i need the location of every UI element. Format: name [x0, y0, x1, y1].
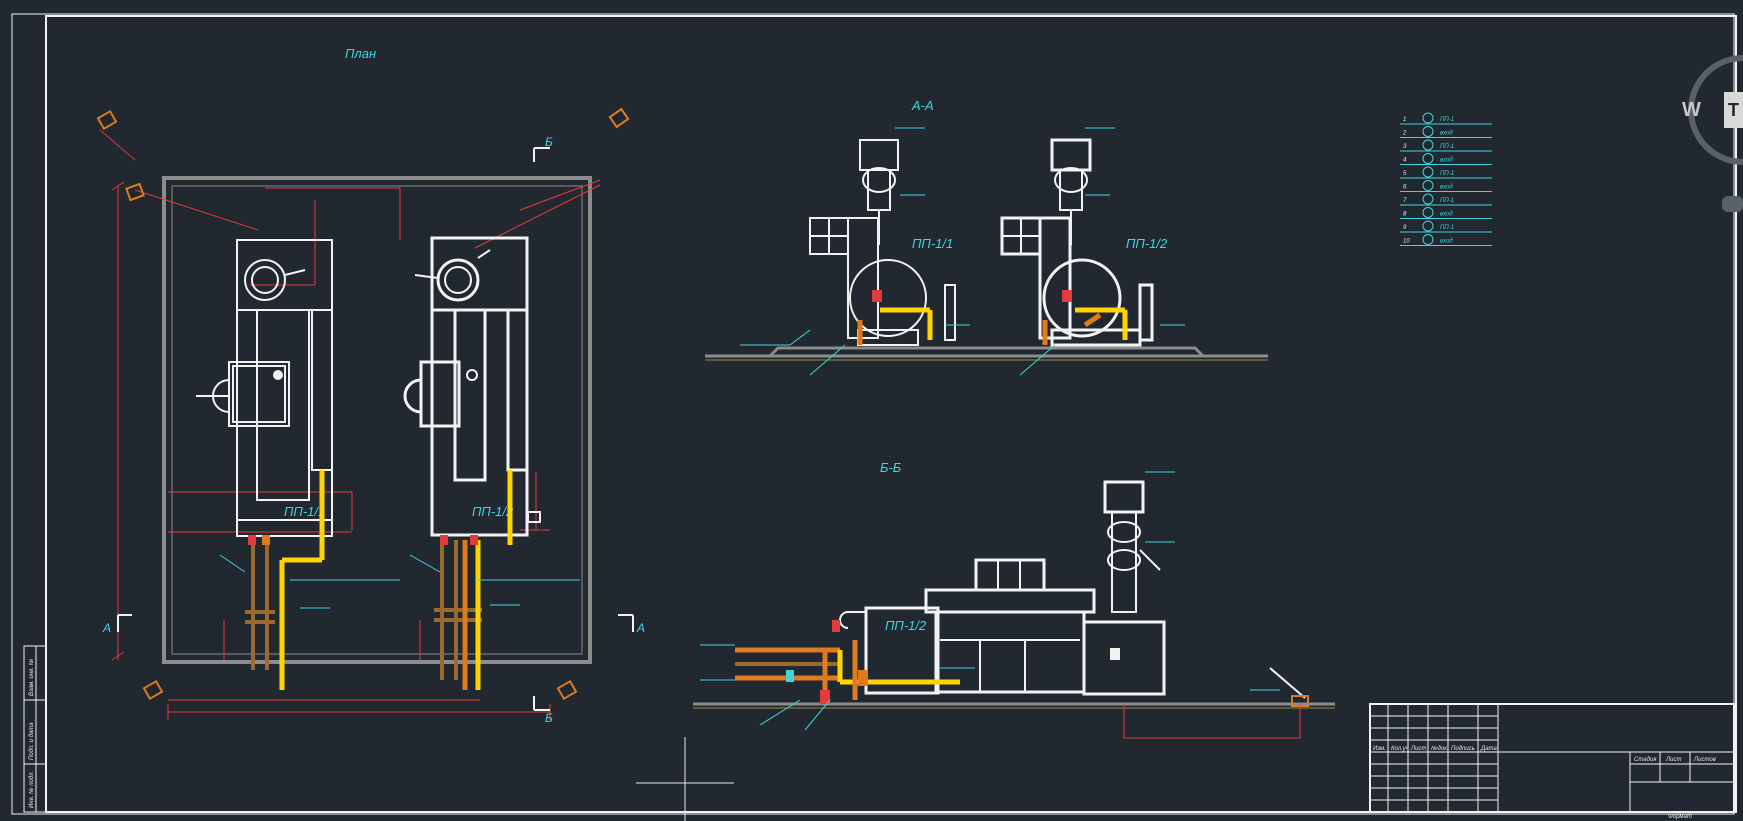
- plan-unit-1: ПП-1/1: [196, 239, 333, 537]
- bb-unit-label: ПП-1/2: [885, 618, 927, 633]
- plan-pipes-1: [245, 470, 325, 690]
- legend-text: вход: [1440, 185, 1453, 191]
- tb-sheet: Лист: [1665, 757, 1681, 763]
- legend-number: 4: [1403, 158, 1407, 164]
- legend-row: 3 ПП-1: [1400, 139, 1492, 152]
- outer-frame: [11, 13, 1735, 815]
- tb-format: Формат: [1668, 814, 1692, 820]
- cut-marker-b-top: Б: [533, 135, 553, 162]
- legend-number: 2: [1402, 131, 1407, 137]
- legend-number: 3: [1403, 144, 1407, 150]
- svg-text:Б: Б: [545, 711, 553, 725]
- unit-2-label: ПП-1/2: [472, 504, 514, 519]
- legend-text: ПП-1: [1440, 225, 1454, 231]
- legend-text: вход: [1440, 239, 1453, 245]
- aa-unit-2: ПП-1/2: [1000, 138, 1168, 347]
- bb-annotations: [700, 471, 1280, 731]
- tb-col-3: Лист: [1410, 746, 1426, 752]
- legend-number: 8: [1403, 212, 1407, 218]
- legend-row: 10 вход: [1400, 234, 1492, 246]
- tb-stage: Стадия: [1634, 757, 1657, 763]
- corner-devices: [96, 107, 630, 701]
- legend-row: 4 вход: [1400, 153, 1492, 165]
- cut-marker-a-left: А: [102, 614, 132, 635]
- legend-number: 1: [1403, 117, 1406, 123]
- tb-col-6: Дата: [1480, 746, 1497, 752]
- legend-text: ПП-1: [1440, 198, 1454, 204]
- crosshair-cursor: [636, 737, 734, 821]
- legend-row: 2 вход: [1400, 126, 1492, 138]
- legend-row: 9 ПП-1: [1400, 220, 1492, 233]
- legend-marker: [1422, 126, 1434, 137]
- legend-text: вход: [1440, 158, 1453, 164]
- legend-marker: [1422, 193, 1434, 205]
- aa-annotations: [740, 127, 1185, 376]
- section-bb-title: Б-Б: [880, 460, 902, 475]
- legend-marker: [1422, 139, 1434, 151]
- bb-pipes: [735, 620, 960, 704]
- plan-view: План: [96, 46, 645, 725]
- legend-row: 5 ПП-1: [1400, 166, 1492, 179]
- plan-unit-2: ПП-1/2: [403, 236, 541, 537]
- tb-col-2: Кол.уч: [1391, 746, 1409, 752]
- tb-col-1: Изм.: [1373, 746, 1386, 752]
- side-stamp-2: Подп. и дата: [29, 722, 35, 760]
- legend-text: вход: [1440, 212, 1453, 218]
- side-stamp-3: Инв. № подл.: [28, 771, 35, 808]
- tb-sheets: Листов: [1693, 757, 1716, 763]
- bb-unit: ПП-1/2: [839, 558, 1166, 696]
- tb-col-4: №док.: [1431, 745, 1449, 752]
- aa-unit-2-label: ПП-1/2: [1126, 236, 1168, 251]
- svg-text:W: W: [1682, 99, 1701, 121]
- legend-marker: [1422, 234, 1434, 245]
- svg-text:А: А: [636, 621, 645, 635]
- title-block: Изм. Кол.уч Лист №док. Подпись Дата Стад…: [1369, 703, 1735, 820]
- legend-number: 7: [1403, 198, 1407, 204]
- cut-marker-a-right: А: [618, 614, 645, 635]
- svg-text:Б: Б: [545, 135, 553, 149]
- plan-pipes-2: [434, 470, 513, 690]
- legend-number: 10: [1403, 239, 1410, 245]
- legend-row: 8 вход: [1400, 207, 1492, 219]
- legend-text: ПП-1: [1440, 144, 1454, 150]
- aa-unit-1: ПП-1/1: [809, 139, 956, 346]
- legend-marker: [1422, 166, 1434, 178]
- legend-number: 5: [1403, 171, 1407, 177]
- legend-row: 1 ПП-1: [1400, 112, 1492, 125]
- legend-number: 6: [1403, 185, 1407, 191]
- legend-row: 6 вход: [1400, 180, 1492, 192]
- legend-text: вход: [1440, 131, 1453, 137]
- plan-title: План: [345, 46, 376, 61]
- side-stamp: Взам. инв. № Подп. и дата Инв. № подл.: [23, 645, 47, 813]
- section-bb: Б-Б ПП-1/2: [693, 460, 1335, 739]
- plan-dimensions: [99, 129, 601, 720]
- side-stamp-1: Взам. инв. №: [28, 658, 35, 696]
- legend-marker: [1422, 220, 1434, 232]
- unit-1-label: ПП-1/1: [284, 504, 325, 519]
- legend-text: ПП-1: [1440, 117, 1454, 123]
- watermark-logo: W T: [1682, 55, 1743, 212]
- legend-marker: [1422, 112, 1434, 124]
- section-aa-title: А-А: [911, 98, 934, 113]
- tb-col-5: Подпись: [1451, 746, 1475, 752]
- svg-text:T: T: [1728, 100, 1739, 120]
- plan-annotations: [219, 554, 580, 609]
- legend-marker: [1422, 207, 1434, 218]
- legend-marker: [1422, 180, 1434, 191]
- svg-text:А: А: [102, 621, 111, 635]
- cut-marker-b-bottom: Б: [533, 696, 553, 725]
- section-aa: А-А ПП-1/1: [705, 98, 1268, 376]
- legend-row: 7 ПП-1: [1400, 193, 1492, 206]
- inner-frame: [45, 15, 1737, 813]
- legend-number: 9: [1403, 225, 1407, 231]
- aa-unit-1-label: ПП-1/1: [912, 236, 953, 251]
- legend-marker: [1422, 153, 1434, 164]
- legend-text: ПП-1: [1440, 171, 1454, 177]
- bb-dimensions: [1123, 704, 1301, 739]
